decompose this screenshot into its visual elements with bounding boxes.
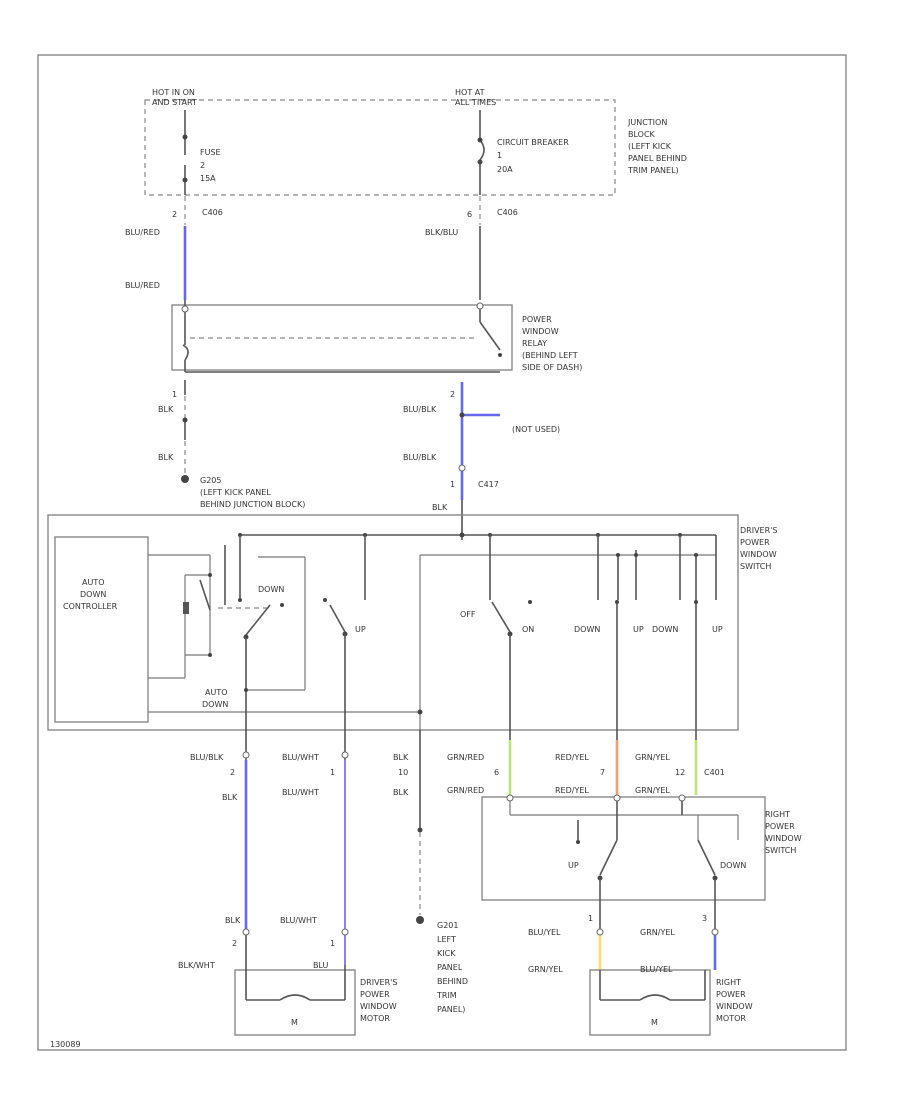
wire-label-blk-drv: BLK [393, 753, 409, 762]
wire-label-blu-blk-2: BLU/BLK [403, 453, 437, 462]
wire-label-blk-motor: BLK [225, 916, 241, 925]
motor-pin-1b: 1 [588, 914, 593, 923]
connector-c406-right: C406 [497, 208, 518, 217]
diagram-id: 130089 [50, 1040, 81, 1049]
wire-label-blu-yel-motor: BLU/YEL [528, 928, 561, 937]
pin-label-12: 12 [675, 768, 685, 777]
switch-down-2-label: DOWN [574, 625, 600, 634]
switch-up-3-label: UP [712, 625, 723, 634]
wire-label-grn-yel-c: GRN/YEL [528, 965, 563, 974]
relay-pin-2: 2 [450, 390, 455, 399]
wire-label-red-yel-b: RED/YEL [555, 786, 589, 795]
motor-pin-3: 3 [702, 914, 707, 923]
right-motor-m: M [651, 1018, 658, 1027]
motor-pin-2: 2 [232, 939, 237, 948]
pin-label-10: 10 [398, 768, 408, 777]
switch-off-label: OFF [460, 610, 476, 619]
right-switch-internals [506, 794, 739, 930]
pin-label-7: 7 [600, 768, 605, 777]
ground-g201-symbol [416, 916, 424, 924]
right-switch-down-label: DOWN [720, 861, 746, 870]
connector-c401: C401 [704, 768, 725, 777]
power-window-relay-box [171, 304, 513, 371]
wire-label-red-yel: RED/YEL [555, 753, 589, 762]
wire-label-blu-red-2: BLU/RED [125, 281, 160, 290]
pin-label-2: 2 [230, 768, 235, 777]
wire-label-grn-red-b: GRN/RED [447, 786, 484, 795]
wire-label-grn-yel-b: GRN/YEL [635, 786, 670, 795]
auto-down-controller-box [54, 536, 149, 723]
right-switch-box [481, 796, 766, 901]
wire-label-blu-red-1: BLU/RED [125, 228, 160, 237]
wire-label-blu-wht-drv: BLU/WHT [282, 753, 319, 762]
right-motor-box [589, 969, 711, 1036]
drivers-motor-m: M [291, 1018, 298, 1027]
wire-label-blu-blk-drv: BLU/BLK [190, 753, 224, 762]
wire-label-blu-wht-b: BLU/WHT [282, 788, 319, 797]
switch-on-label: ON [522, 625, 534, 634]
right-motor-symbol [599, 970, 706, 1001]
drivers-motor-box [234, 969, 356, 1036]
diagram-frame [37, 54, 847, 1051]
fuse-circuit [182, 110, 188, 225]
ground-g205-symbol [181, 475, 189, 483]
connector-c406-left: C406 [202, 208, 223, 217]
breaker-circuit [477, 110, 485, 300]
wire-label-blk-2: BLK [158, 453, 174, 462]
pin-label-1: 1 [330, 768, 335, 777]
ground-run-lower [416, 730, 424, 924]
wire-label-blk-1: BLK [158, 405, 174, 414]
not-used-label: (NOT USED) [512, 425, 560, 434]
wire-label-blu-yel-c: BLU/YEL [640, 965, 673, 974]
wire-label-blk-c: BLK [393, 788, 409, 797]
right-switch-up-label: UP [568, 861, 579, 870]
switch-down-label: DOWN [258, 585, 284, 594]
wire-label-blk-wht: BLK/WHT [178, 961, 215, 970]
junction-block-box [144, 99, 616, 196]
wire-label-blu-wht-motor: BLU/WHT [280, 916, 317, 925]
connector-c417: C417 [478, 480, 499, 489]
wire-label-blu-motor: BLU [313, 961, 329, 970]
switch-up-2-label: UP [633, 625, 644, 634]
switch-up-label: UP [355, 625, 366, 634]
wire-label-blk-b: BLK [222, 793, 238, 802]
relay-pin-1: 1 [172, 390, 177, 399]
drivers-switch-box [47, 514, 739, 731]
connector-c417-pin: 1 [450, 480, 455, 489]
wire-label-grn-yel-motor: GRN/YEL [640, 928, 675, 937]
wire-label-grn-red: GRN/RED [447, 753, 484, 762]
motor-pin-1: 1 [330, 939, 335, 948]
pin-label-6: 6 [494, 768, 499, 777]
relay-internals [181, 300, 502, 373]
wire-label-blk-3: BLK [432, 503, 448, 512]
wire-label-grn-yel: GRN/YEL [635, 753, 670, 762]
drivers-motor-symbol [245, 935, 346, 1001]
pin-6-right: 6 [467, 210, 472, 219]
ground-feed-upper [181, 380, 189, 483]
switch-down-3-label: DOWN [652, 625, 678, 634]
wire-label-blk-blu: BLK/BLU [425, 228, 458, 237]
drivers-switch-internals [148, 532, 717, 760]
pin-2-left: 2 [172, 210, 177, 219]
wire-label-blu-blk-1: BLU/BLK [403, 405, 437, 414]
